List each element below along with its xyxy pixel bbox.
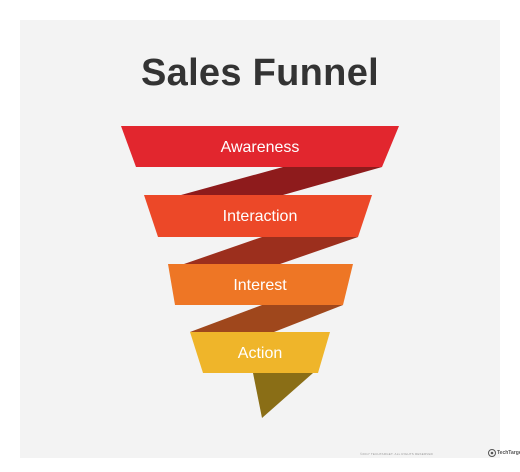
fold-interest-action bbox=[190, 305, 343, 332]
funnel-stage-interest: Interest bbox=[168, 264, 353, 305]
fold-awareness-interaction bbox=[181, 167, 382, 195]
copyright-notice: ©2017 TECHTARGET. ALL RIGHTS RESERVED bbox=[360, 452, 434, 456]
diagram-title: Sales Funnel bbox=[140, 52, 379, 94]
brand-name: TechTarget bbox=[497, 450, 520, 456]
stage-label-action: Action bbox=[238, 345, 282, 362]
funnel-stage-awareness: Awareness bbox=[121, 126, 399, 167]
funnel-tail bbox=[253, 373, 313, 418]
stage-label-interest: Interest bbox=[233, 277, 287, 294]
brand-logo: TechTarget bbox=[488, 449, 520, 457]
funnel-stage-action: Action bbox=[190, 332, 330, 373]
funnel-stage-interaction: Interaction bbox=[144, 195, 372, 237]
stage-label-interaction: Interaction bbox=[223, 208, 298, 225]
stage-label-awareness: Awareness bbox=[221, 139, 300, 156]
fold-interaction-interest bbox=[184, 237, 358, 264]
techtarget-logo-icon bbox=[488, 449, 496, 457]
